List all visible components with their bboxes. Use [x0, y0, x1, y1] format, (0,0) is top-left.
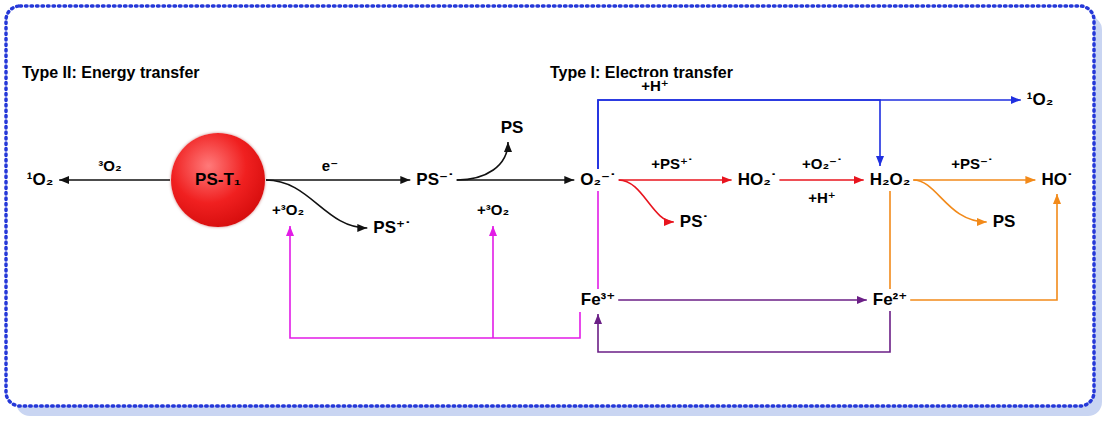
species-formula: PS˙: [680, 212, 708, 232]
reagent-label: +O₂⁻˙: [800, 155, 844, 173]
iron-feedback-line: [492, 226, 494, 338]
reaction-arrow: [913, 179, 1035, 181]
reagent-label: +³O₂: [270, 201, 306, 219]
reaction-arrow: [619, 179, 732, 181]
species-formula: HO₂˙: [738, 170, 777, 190]
iron-feedback-line: [290, 226, 580, 338]
species-formula: PS⁻˙: [416, 170, 453, 190]
reagent-label: ³O₂: [96, 157, 123, 175]
dotted-frame: [6, 6, 1094, 406]
species-node: O₂⁻˙: [578, 170, 617, 190]
species-node: PS: [499, 118, 526, 138]
reaction-arrow: [597, 191, 599, 289]
species-node: ¹O₂: [25, 170, 55, 190]
species-node: PS: [991, 212, 1018, 232]
section-title: Type II: Energy transfer: [20, 64, 202, 82]
species-node: H₂O₂: [868, 170, 913, 190]
species-node: HO˙: [1039, 170, 1074, 190]
species-formula: PS-T₁: [195, 170, 241, 190]
reaction-arrow: [618, 299, 867, 301]
reaction-arrow: [59, 179, 170, 181]
reaction-arrow: [779, 179, 863, 181]
species-formula: H₂O₂: [870, 170, 911, 190]
species-formula: PS: [501, 118, 524, 138]
species-node: Fe²⁺: [871, 290, 909, 310]
reagent-label: +H⁺: [806, 189, 838, 207]
reagent-label: +H⁺: [639, 77, 671, 95]
reaction-arrow: [619, 180, 674, 222]
reaction-arrow: [910, 194, 1057, 300]
reagent-label: +³O₂: [475, 201, 511, 219]
reaction-arrow: [598, 311, 890, 352]
species-node: HO₂˙: [736, 170, 779, 190]
reaction-arrow: [457, 142, 508, 180]
species-node: Fe³⁺: [579, 290, 617, 310]
reaction-arrow: [457, 179, 575, 181]
species-formula: HO˙: [1041, 170, 1072, 190]
species-node: PS⁻˙: [414, 170, 455, 190]
species-formula: PS: [993, 212, 1016, 232]
photosensitizer-circle: PS-T₁: [171, 133, 265, 227]
reaction-arrow: [913, 180, 986, 222]
reaction-arrow: [266, 180, 367, 228]
reagent-label: +PS⁻˙: [949, 155, 995, 173]
species-formula: Fe²⁺: [873, 290, 907, 310]
species-formula: Fe³⁺: [581, 290, 615, 310]
species-node: ¹O₂: [1025, 90, 1055, 110]
reaction-arrow: [889, 191, 891, 289]
species-formula: ¹O₂: [27, 170, 53, 190]
reagent-label: +PS⁺˙: [649, 155, 695, 173]
species-node: PS⁺˙: [371, 218, 412, 238]
species-formula: O₂⁻˙: [580, 170, 615, 190]
species-formula: ¹O₂: [1027, 90, 1053, 110]
species-node: PS˙: [678, 212, 710, 232]
reagent-label: e⁻: [320, 157, 340, 175]
reaction-arrow: [266, 179, 410, 181]
species-formula: PS⁺˙: [373, 218, 410, 238]
